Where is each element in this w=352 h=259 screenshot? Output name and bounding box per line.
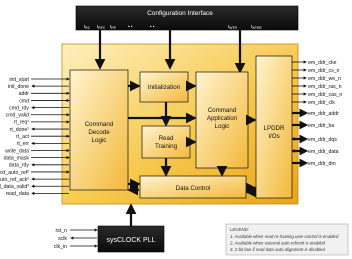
left-signal-label: ext_auto_ref² (0, 170, 29, 176)
left-signal-label: cmd (19, 98, 29, 104)
pll-signal-label: rst_n (55, 228, 67, 234)
command-decode-logic: Command Decode Logic (69, 69, 129, 191)
left-signal-label: cmd_valid (6, 113, 29, 119)
lpddr-io-block: LPDDR I/Os (255, 55, 293, 199)
config-interface: Configuration Interface tRC tRFC tRP • • • •… (75, 5, 299, 31)
config-param: tXPSR (251, 24, 262, 30)
left-signal-label: read_data_valid³ (0, 184, 29, 190)
config-param: • • (128, 24, 133, 29)
right-signal-label: em_ddr_addr (308, 111, 339, 117)
left-signal-label: rt_done¹ (10, 127, 30, 133)
left-signal-label: rt_act (16, 134, 30, 140)
right-signal-label: em_ddr_cke (308, 60, 337, 66)
cmd-decode-line1: Command (85, 121, 114, 128)
left-signal-label: init_start (9, 77, 29, 83)
config-param: • • (150, 24, 155, 29)
initialization-label: Initialization (148, 84, 181, 91)
left-signal-label: rt_req¹ (14, 120, 30, 126)
command-application-logic: Command Application Logic (195, 71, 249, 169)
left-signal-label: addr (19, 91, 30, 97)
config-buses (94, 30, 246, 74)
internal-connections (127, 80, 257, 198)
data-control-label: Data Control (176, 185, 211, 192)
lpddr-io-line1: LPDDR (264, 125, 286, 132)
right-signal-label: em_ddr_ba (308, 123, 334, 129)
pll-signal-label: sclk (58, 236, 67, 242)
sysclock-pll: sysCLOCK PLL (97, 203, 165, 253)
read-training-block: Read Training (141, 125, 191, 159)
initialization-block: Initialization (139, 71, 189, 103)
read-training-line2: Training (155, 143, 178, 150)
left-signal-label: rt_err (17, 141, 30, 147)
left-signal-label: ext_auto_ref_ack² (0, 177, 29, 183)
left-signal-label: read_data (6, 191, 29, 197)
legend-title: LEGEND: (230, 227, 250, 232)
cmd-decode-line3: Logic (92, 137, 107, 144)
config-param: tRC (84, 24, 91, 30)
legend: LEGEND: 1. Available when read re-traini… (225, 223, 349, 256)
left-signal-label: write_data (5, 148, 29, 154)
right-signal-label: em_ddr_cas_n (308, 92, 342, 98)
data-control-block: Data Control (139, 175, 247, 199)
right-signal-label: em_ddr_ras_n (308, 84, 342, 90)
right-signal-label: em_ddr_data (308, 149, 339, 155)
pll-signal-label: clk_in (54, 244, 67, 250)
cmd-app-line1: Command (208, 107, 237, 114)
left-signal-label: data_rdy (9, 163, 30, 169)
bidirectional-arrow (292, 137, 295, 141)
config-interface-title: Configuration Interface (147, 10, 213, 17)
right-signal-label: em_ddr_we_n (308, 76, 341, 82)
left-signal-label: cmd_rdy (9, 105, 29, 111)
cmd-decode-line2: Decode (88, 129, 110, 136)
left-signal-label: data_mask (4, 155, 30, 161)
lpddr-io-line2: I/Os (268, 133, 279, 140)
bidirectional-arrow (292, 149, 295, 153)
read-training-line1: Read (159, 135, 174, 142)
legend-item-2: 2. Available when external auto-refresh … (229, 241, 326, 246)
right-signal-label: em_ddr_dm (308, 161, 336, 167)
right-signal-label: em_ddr_cs_n (308, 68, 340, 74)
legend-item-1: 1. Available when read re-training user … (230, 234, 339, 239)
cmd-app-line3: Logic (215, 123, 230, 130)
left-signal-label: init_done (8, 84, 29, 90)
config-param: tRFC (97, 24, 106, 30)
pll-label: sysCLOCK PLL (106, 237, 155, 244)
config-param: tRP (110, 24, 117, 30)
config-params: tRC tRFC tRP • • • • tWTR tXPSR (84, 24, 262, 30)
right-signal-label: em_ddr_clk (308, 100, 335, 106)
cmd-app-line2: Application (207, 115, 238, 122)
right-signal-label: em_ddr_dqs (308, 137, 337, 143)
legend-item-3: 3. 2-bit bus if read data auto alignment… (230, 247, 325, 252)
config-param: tWTR (228, 24, 238, 30)
right-signals: em_ddr_cke em_ddr_cs_n em_ddr_we_n em_ddr_r… (292, 60, 342, 168)
